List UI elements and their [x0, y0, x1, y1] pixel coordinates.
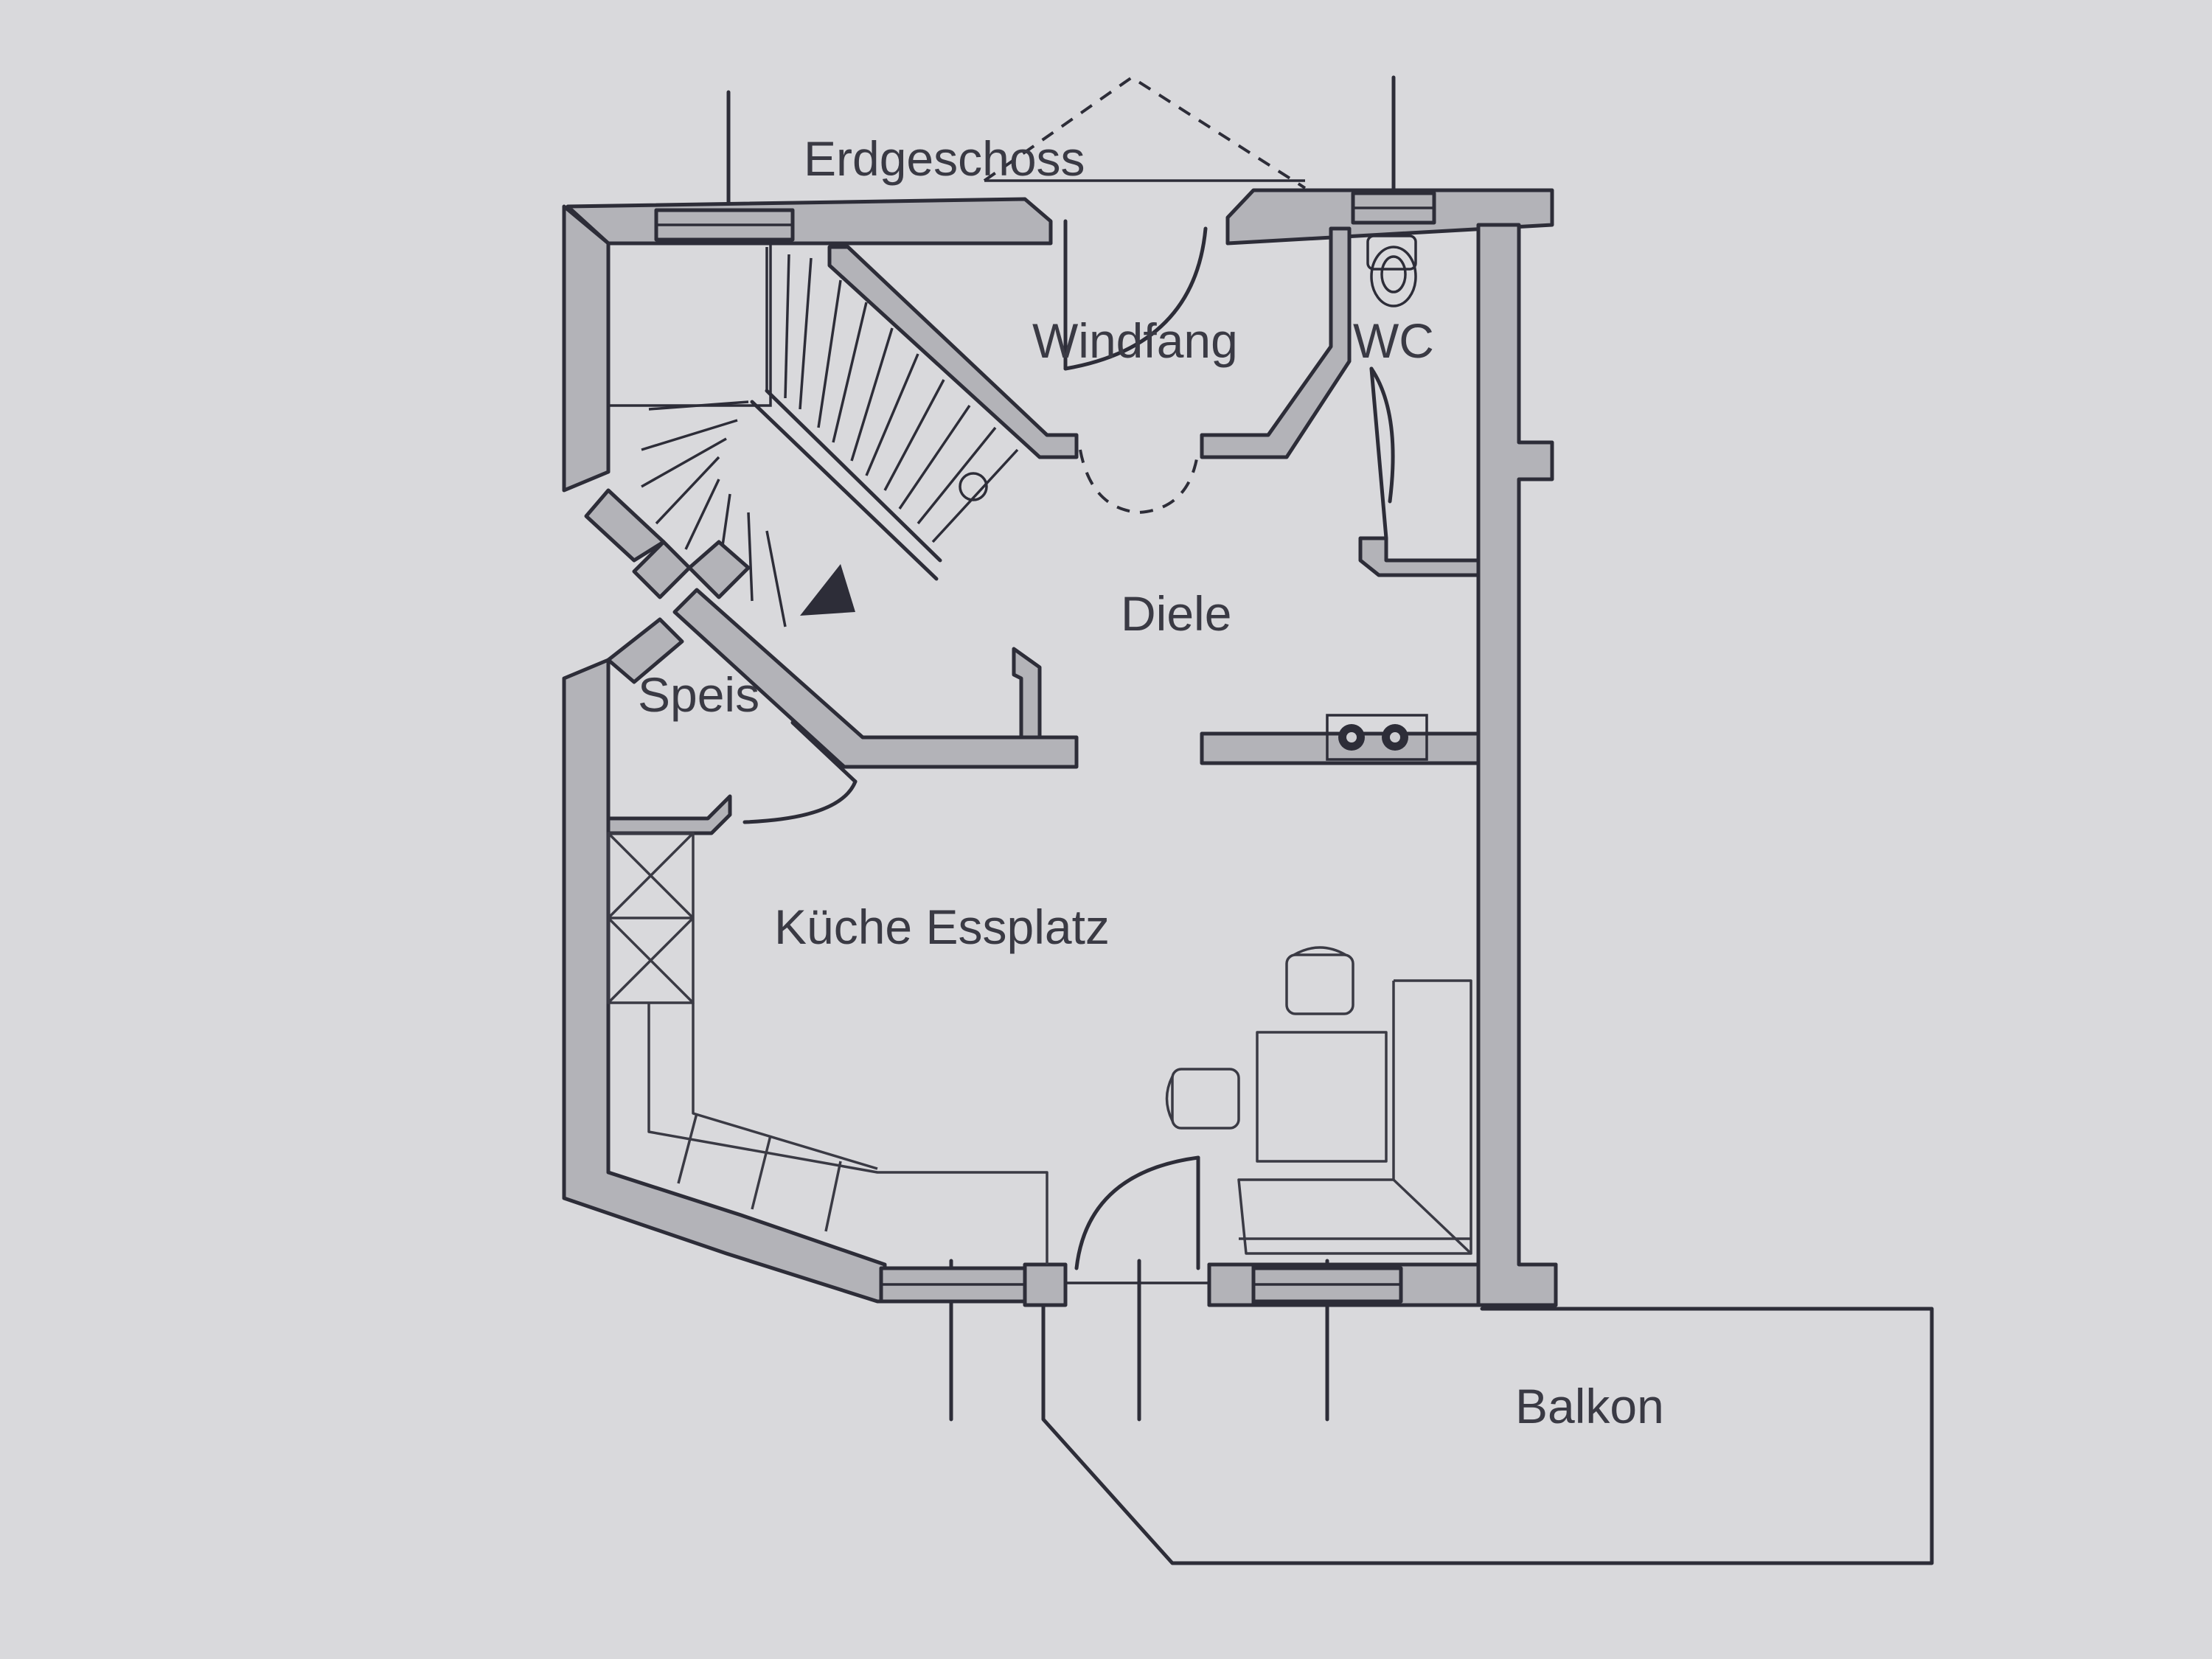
room-label-kueche: Küche Essplatz	[774, 900, 1110, 954]
staircase	[607, 242, 1019, 627]
dining-furniture	[1165, 946, 1472, 1255]
entrance-canopy	[983, 75, 1307, 189]
kitchen-fixtures	[607, 832, 1048, 1265]
toilet-icon	[1366, 234, 1417, 307]
room-label-windfang: Windfang	[1032, 313, 1238, 368]
doors	[742, 219, 1395, 1284]
balcony-outline	[1041, 1281, 1934, 1565]
exterior-walls	[562, 188, 1558, 1307]
room-label-wc: WC	[1353, 313, 1434, 368]
room-label-speis: Speis	[638, 667, 759, 722]
windows	[584, 191, 1436, 1304]
room-labels: Erdgeschoss Windfang WC Diele Speis Küch…	[638, 131, 1664, 1433]
room-label-balkon: Balkon	[1515, 1379, 1664, 1433]
cooktop-icon	[1326, 714, 1428, 761]
room-label-diele: Diele	[1121, 586, 1231, 641]
interior-walls	[606, 226, 1481, 1307]
floor-title: Erdgeschoss	[804, 131, 1085, 186]
